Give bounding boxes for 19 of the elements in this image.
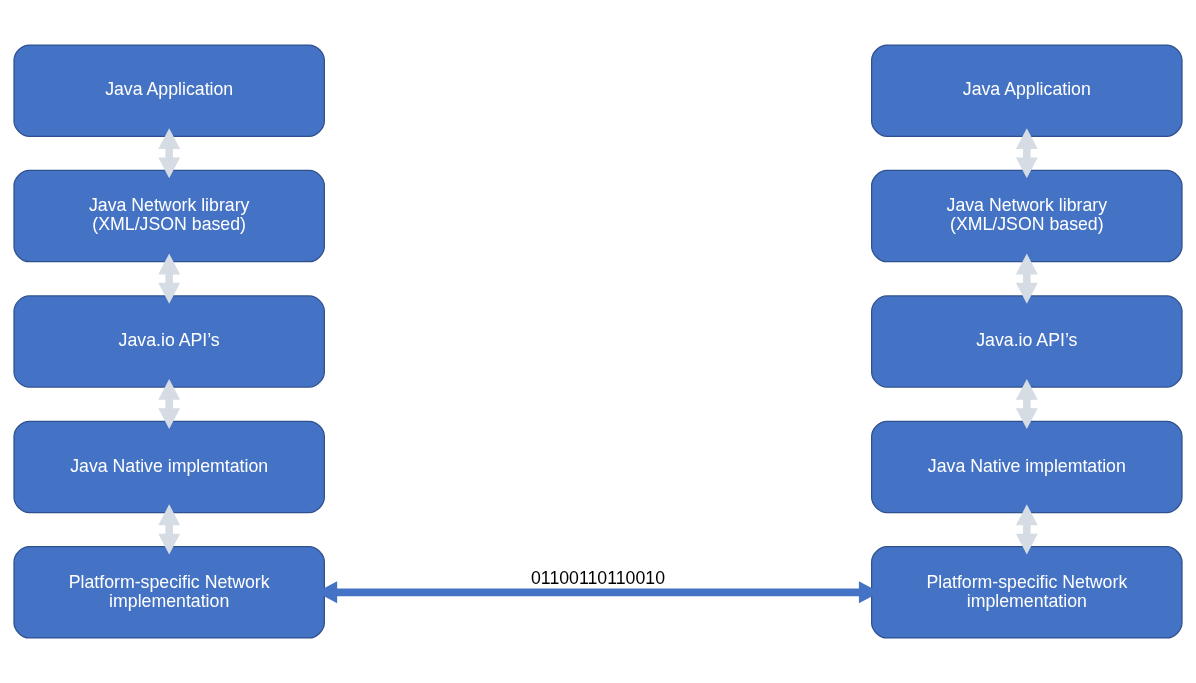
node-box: Java Native implemtation xyxy=(13,420,325,514)
arrow xyxy=(158,504,181,555)
edge-label: 01100110110010 xyxy=(530,567,666,588)
node-box: Java Native implemtation xyxy=(871,420,1183,514)
node-box: Java.io API’s xyxy=(871,295,1183,388)
node-box: Platform-specific Network implementation xyxy=(13,546,325,639)
node-box: Platform-specific Network implementation xyxy=(871,546,1183,639)
arrow xyxy=(158,378,181,430)
node-box: Java Network library (XML/JSON based) xyxy=(871,169,1183,263)
node-box: Java Application xyxy=(13,44,325,137)
arrow xyxy=(1015,128,1038,179)
arrow xyxy=(1015,504,1038,555)
arrow xyxy=(1015,253,1038,304)
node-box: Java.io API’s xyxy=(13,295,325,388)
arrow xyxy=(158,128,181,179)
arrow xyxy=(1015,378,1038,430)
node-box: Java Network library (XML/JSON based) xyxy=(13,169,325,263)
arrow xyxy=(158,253,181,304)
node-box: Java Application xyxy=(871,44,1183,137)
